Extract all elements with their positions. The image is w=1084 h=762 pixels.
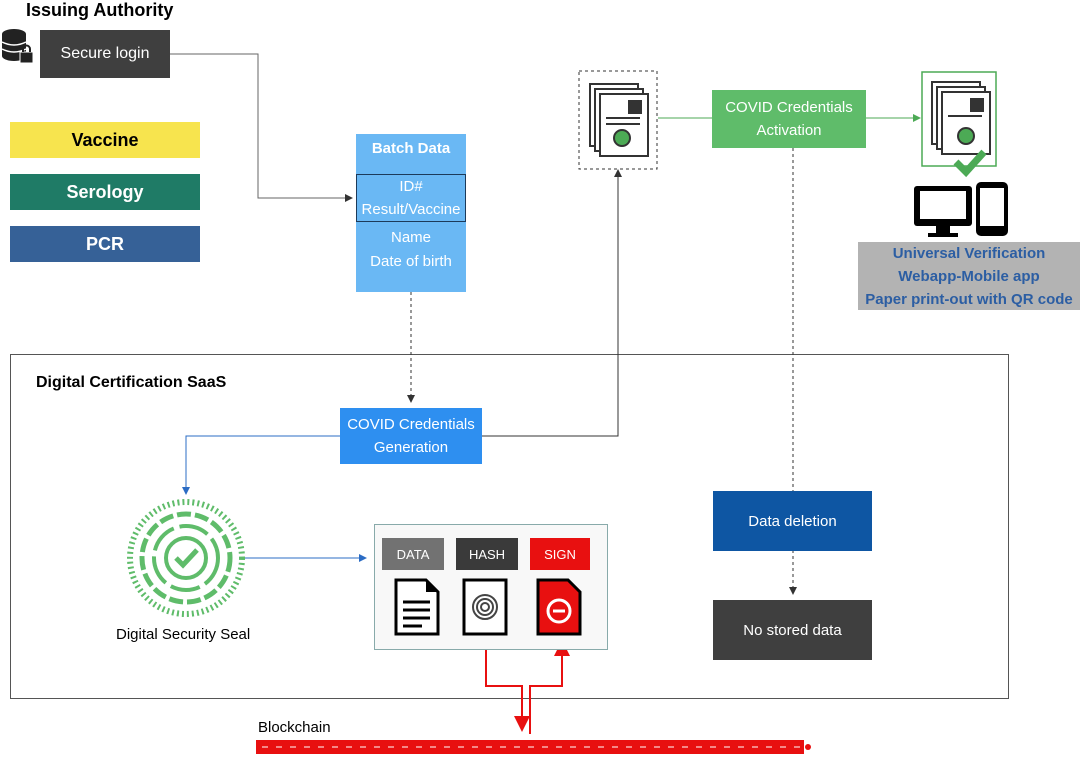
generation-line2: Generation [373,439,449,456]
security-seal-icon [127,499,245,617]
verification-methods: Universal Verification Webapp-Mobile app… [858,242,1080,310]
batch-data-title: Batch Data [371,140,451,157]
batch-id-field-group [356,174,466,222]
verification-line1: Universal Verification [892,244,1046,262]
saas-container [10,354,1009,699]
batch-id-label: ID# [399,178,423,195]
legend-vaccine: Vaccine [10,122,200,158]
no-stored-data-step: No stored data [713,600,872,660]
verification-line2: Webapp-Mobile app [898,267,1040,285]
batch-name-label: Name [390,229,431,246]
batch-result-label: Result/Vaccine [361,201,461,218]
fingerprint-icon [462,578,508,636]
hash-tag: HASH [456,538,518,570]
database-lock-icon [1,29,34,64]
sign-tag: SIGN [530,538,590,570]
signed-file-icon [536,578,582,636]
generation-line1: COVID Credentials [347,416,475,433]
issuing-authority-title: Issuing Authority [26,0,174,20]
legend-serology: Serology [10,174,200,210]
verification-line3: Paper print-out with QR code [865,290,1073,308]
data-tag: DATA [382,538,444,570]
secure-login-button[interactable]: Secure login [40,30,170,78]
blockchain-chain-icon [256,740,811,754]
data-deletion-step: Data deletion [713,491,872,551]
verified-certificate-icon [921,71,997,178]
saas-title: Digital Certification SaaS [36,374,227,391]
activation-line1: COVID Credentials [725,99,853,116]
blockchain-label: Blockchain [258,719,331,736]
batch-dob-label: Date of birth [370,253,452,270]
batch-data-box: Batch Data ID# Result/Vaccine Name Date … [356,134,466,292]
legend-pcr: PCR [10,226,200,262]
activation-line2: Activation [756,122,822,139]
seal-label: Digital Security Seal [116,626,251,643]
certificate-stack-icon [578,70,658,170]
document-icon [394,578,440,636]
monitor-phone-icon [914,182,1008,237]
